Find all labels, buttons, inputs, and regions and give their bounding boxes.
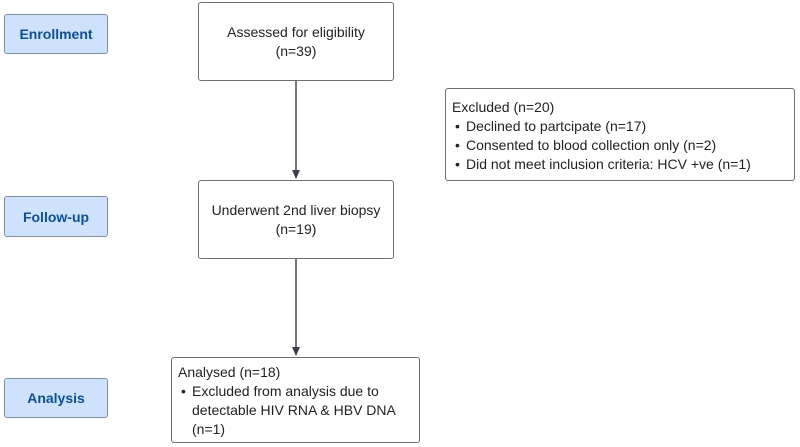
biopsy-box: Underwent 2nd liver biopsy (n=19) <box>198 180 394 259</box>
analysed-item: Excluded from analysis due to detectable… <box>178 382 413 439</box>
excluded-item: Consented to blood collection only (n=2) <box>452 136 788 155</box>
excluded-title: Excluded (n=20) <box>452 99 555 115</box>
assessed-title: Assessed for eligibility <box>227 23 365 40</box>
analysed-list: Excluded from analysis due to detectable… <box>178 382 413 439</box>
excluded-list: Declined to partcipate (n=17) Consented … <box>452 117 788 174</box>
stage-label-analysis: Analysis <box>4 378 108 418</box>
analysed-box: Analysed (n=18) Excluded from analysis d… <box>171 357 420 443</box>
biopsy-count: (n=19) <box>275 220 317 237</box>
assessed-count: (n=39) <box>275 42 317 59</box>
stage-label-follow-up: Follow-up <box>4 196 108 237</box>
assessed-box: Assessed for eligibility (n=39) <box>198 2 394 81</box>
excluded-item: Declined to partcipate (n=17) <box>452 117 788 136</box>
excluded-box: Excluded (n=20) Declined to partcipate (… <box>445 88 795 181</box>
stage-label-enrollment: Enrollment <box>4 14 108 54</box>
biopsy-title: Underwent 2nd liver biopsy <box>211 201 381 218</box>
analysed-title: Analysed (n=18) <box>178 364 281 380</box>
excluded-item: Did not meet inclusion criteria: HCV +ve… <box>452 155 788 174</box>
